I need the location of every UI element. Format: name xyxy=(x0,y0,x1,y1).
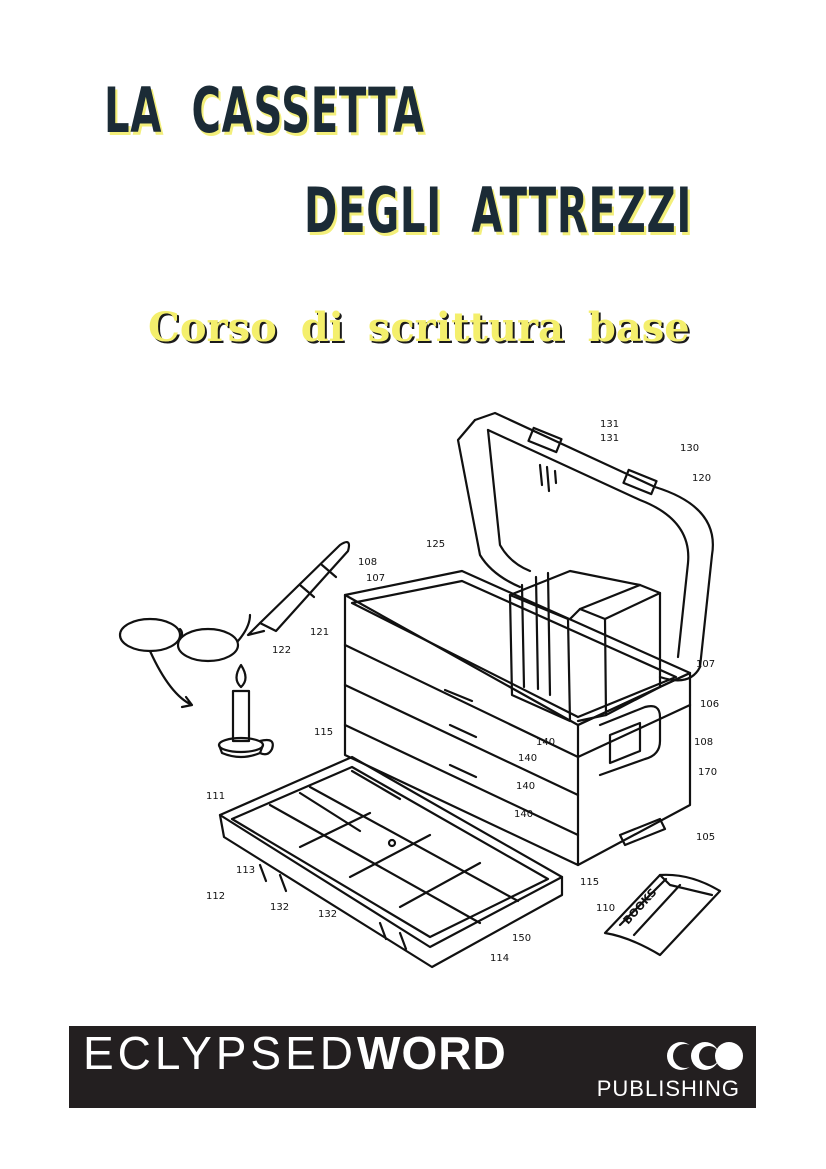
callout: 140 xyxy=(514,809,533,820)
publisher-logo-banner: ECLYPSEDWORD PUBLISHING xyxy=(69,1026,756,1108)
callout: 132 xyxy=(318,909,337,920)
callout: 115 xyxy=(314,727,333,738)
callout: 114 xyxy=(490,953,509,964)
pen-drawing xyxy=(246,541,351,637)
publisher-name-light: ECLYPSED xyxy=(83,1027,358,1079)
callout: 131 xyxy=(600,433,619,444)
callout: 120 xyxy=(692,473,711,484)
callout: 132 xyxy=(270,902,289,913)
tray-drawing xyxy=(218,755,564,969)
subtitle: Corso di scrittura base xyxy=(148,304,690,351)
callout: 108 xyxy=(694,737,713,748)
toolbox-illustration: BOOKS 131 131 130 120 125 108 107 121 12… xyxy=(118,411,722,969)
glasses-drawing xyxy=(118,613,252,709)
books-drawing xyxy=(508,569,662,723)
callout: 110 xyxy=(596,903,615,914)
publisher-tagline: PUBLISHING xyxy=(596,1076,740,1101)
lid-drawing xyxy=(456,411,714,682)
callout: 106 xyxy=(700,699,719,710)
callout: 107 xyxy=(366,573,385,584)
callout: 121 xyxy=(310,627,329,638)
title-line-1: LA CASSETTA xyxy=(104,74,425,147)
booklet-drawing xyxy=(603,873,722,957)
callout: 115 xyxy=(580,877,599,888)
box-drawing xyxy=(343,569,692,867)
eclipse-circles-icon xyxy=(667,1042,743,1070)
callout: 112 xyxy=(206,891,225,902)
callout: 140 xyxy=(516,781,535,792)
title-line-2: DEGLI ATTREZZI xyxy=(304,174,693,247)
callout: 131 xyxy=(600,419,619,430)
callout: 130 xyxy=(680,443,699,454)
callout: 140 xyxy=(518,753,537,764)
callout-labels: 131 131 130 120 125 108 107 121 122 107 … xyxy=(206,419,719,964)
callout: 125 xyxy=(426,539,445,550)
callout: 105 xyxy=(696,832,715,843)
candle-drawing xyxy=(217,663,274,759)
callout: 107 xyxy=(696,659,715,670)
booklet-label: BOOKS xyxy=(621,886,660,927)
callout: 140 xyxy=(536,737,555,748)
callout: 122 xyxy=(272,645,291,656)
callout: 113 xyxy=(236,865,255,876)
callout: 150 xyxy=(512,933,531,944)
publisher-name-bold: WORD xyxy=(357,1027,507,1079)
callout: 111 xyxy=(206,791,225,802)
publisher-name: ECLYPSEDWORD xyxy=(83,1030,507,1076)
callout: 170 xyxy=(698,767,717,778)
callout: 108 xyxy=(358,557,377,568)
